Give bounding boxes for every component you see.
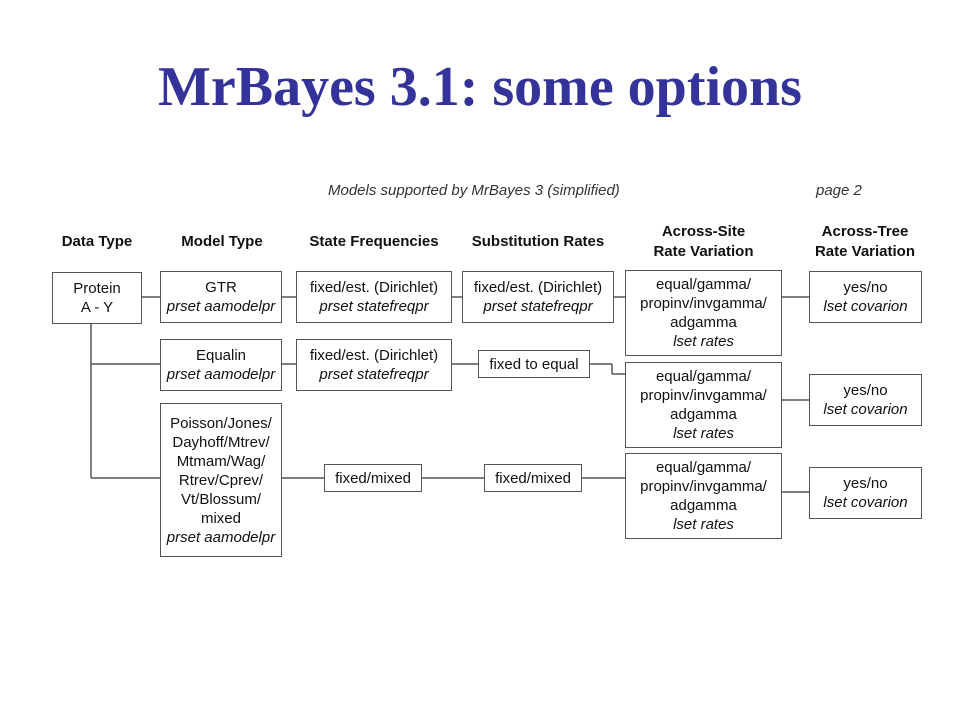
node-across-tree-1-command: lset covarion — [823, 298, 908, 315]
node-across-tree-3-line1: yes/no — [843, 475, 888, 492]
node-state-freq-1: fixed/est. (Dirichlet) prset statefreqpr — [296, 271, 452, 323]
header-data-type: Data Type — [61, 233, 133, 250]
node-fixed-models-line2: Dayhoff/Mtrev/ — [172, 433, 270, 451]
node-across-tree-3-command: lset covarion — [823, 494, 908, 511]
node-across-site-1-command: lset rates — [673, 333, 734, 350]
node-equalin: Equalin prset aamodelpr — [160, 339, 282, 391]
node-across-tree-2-command: lset covarion — [823, 401, 908, 418]
node-across-site-3-line2: propinv/invgamma/ — [640, 478, 767, 495]
header-model-type: Model Type — [181, 233, 263, 250]
node-across-site-1-line3: adgamma — [670, 314, 737, 331]
node-gtr-command: prset aamodelpr — [166, 298, 276, 315]
header-across-tree-line2: Rate Variation — [814, 243, 916, 260]
node-gtr: GTR prset aamodelpr — [160, 271, 282, 323]
node-state-freq-1-command: prset statefreqpr — [319, 298, 429, 315]
node-across-site-1: equal/gamma/ propinv/invgamma/ adgamma l… — [625, 270, 782, 356]
node-across-site-3: equal/gamma/ propinv/invgamma/ adgamma l… — [625, 453, 782, 539]
node-across-site-3-command: lset rates — [673, 516, 734, 533]
node-across-site-1-line1: equal/gamma/ — [655, 276, 752, 293]
node-fixed-models-line1: Poisson/Jones/ — [170, 414, 272, 432]
node-state-freq-3-line1: fixed/mixed — [335, 469, 411, 487]
node-state-freq-2: fixed/est. (Dirichlet) prset statefreqpr — [296, 339, 452, 391]
header-across-site-line1: Across-Site — [661, 223, 746, 240]
node-across-tree-3: yes/no lset covarion — [809, 467, 922, 519]
header-state-frequencies: State Frequencies — [309, 233, 439, 250]
node-fixed-models-line6: mixed — [200, 509, 241, 527]
node-fixed-models-line4: Rtrev/Cprev/ — [178, 471, 264, 489]
node-state-freq-2-command: prset statefreqpr — [319, 366, 429, 383]
node-subst-rates-3-line1: fixed/mixed — [495, 469, 571, 487]
node-across-tree-2: yes/no lset covarion — [809, 374, 922, 426]
node-across-site-2-line3: adgamma — [670, 406, 737, 423]
node-subst-rates-1: fixed/est. (Dirichlet) prset statefreqpr — [462, 271, 614, 323]
node-subst-rates-2: fixed to equal — [478, 350, 590, 378]
node-across-site-2: equal/gamma/ propinv/invgamma/ adgamma l… — [625, 362, 782, 448]
node-subst-rates-1-line1: fixed/est. (Dirichlet) — [473, 279, 603, 296]
node-across-site-3-line3: adgamma — [670, 497, 737, 514]
node-across-site-2-line2: propinv/invgamma/ — [640, 387, 767, 404]
slide-title: MrBayes 3.1: some options — [158, 56, 802, 118]
node-across-tree-2-line1: yes/no — [843, 382, 888, 399]
node-state-freq-1-line1: fixed/est. (Dirichlet) — [309, 279, 439, 296]
page-label: page 2 — [816, 182, 862, 199]
node-fixed-models-line5: Vt/Blossum/ — [180, 490, 262, 508]
node-fixed-models-command: prset aamodelpr — [166, 528, 276, 546]
node-fixed-models: Poisson/Jones/ Dayhoff/Mtrev/ Mtmam/Wag/… — [160, 403, 282, 557]
header-across-tree-line1: Across-Tree — [821, 223, 909, 240]
header-across-site-line2: Rate Variation — [653, 243, 754, 260]
node-across-site-2-command: lset rates — [673, 425, 734, 442]
node-across-tree-1-line1: yes/no — [843, 279, 888, 296]
node-equalin-line1: Equalin — [195, 347, 247, 364]
node-equalin-command: prset aamodelpr — [166, 366, 276, 383]
node-fixed-models-line3: Mtmam/Wag/ — [176, 452, 266, 470]
node-protein-line1: Protein — [73, 280, 121, 297]
node-across-site-2-line1: equal/gamma/ — [655, 368, 752, 385]
node-state-freq-3: fixed/mixed — [324, 464, 422, 492]
header-across-tree: Across-Tree Rate Variation — [800, 222, 930, 262]
node-subst-rates-1-command: prset statefreqpr — [483, 298, 593, 315]
node-protein: Protein A - Y — [52, 272, 142, 324]
node-subst-rates-3: fixed/mixed — [484, 464, 582, 492]
header-across-site: Across-Site Rate Variation — [625, 222, 782, 262]
header-substitution-rates: Substitution Rates — [471, 233, 605, 250]
node-across-tree-1: yes/no lset covarion — [809, 271, 922, 323]
node-across-site-1-line2: propinv/invgamma/ — [640, 295, 767, 312]
node-protein-line2: A - Y — [80, 299, 114, 316]
node-across-site-3-line1: equal/gamma/ — [655, 459, 752, 476]
diagram-caption: Models supported by MrBayes 3 (simplifie… — [328, 182, 620, 199]
node-state-freq-2-line1: fixed/est. (Dirichlet) — [309, 347, 439, 364]
node-gtr-line1: GTR — [205, 279, 237, 296]
node-subst-rates-2-line1: fixed to equal — [489, 355, 579, 373]
